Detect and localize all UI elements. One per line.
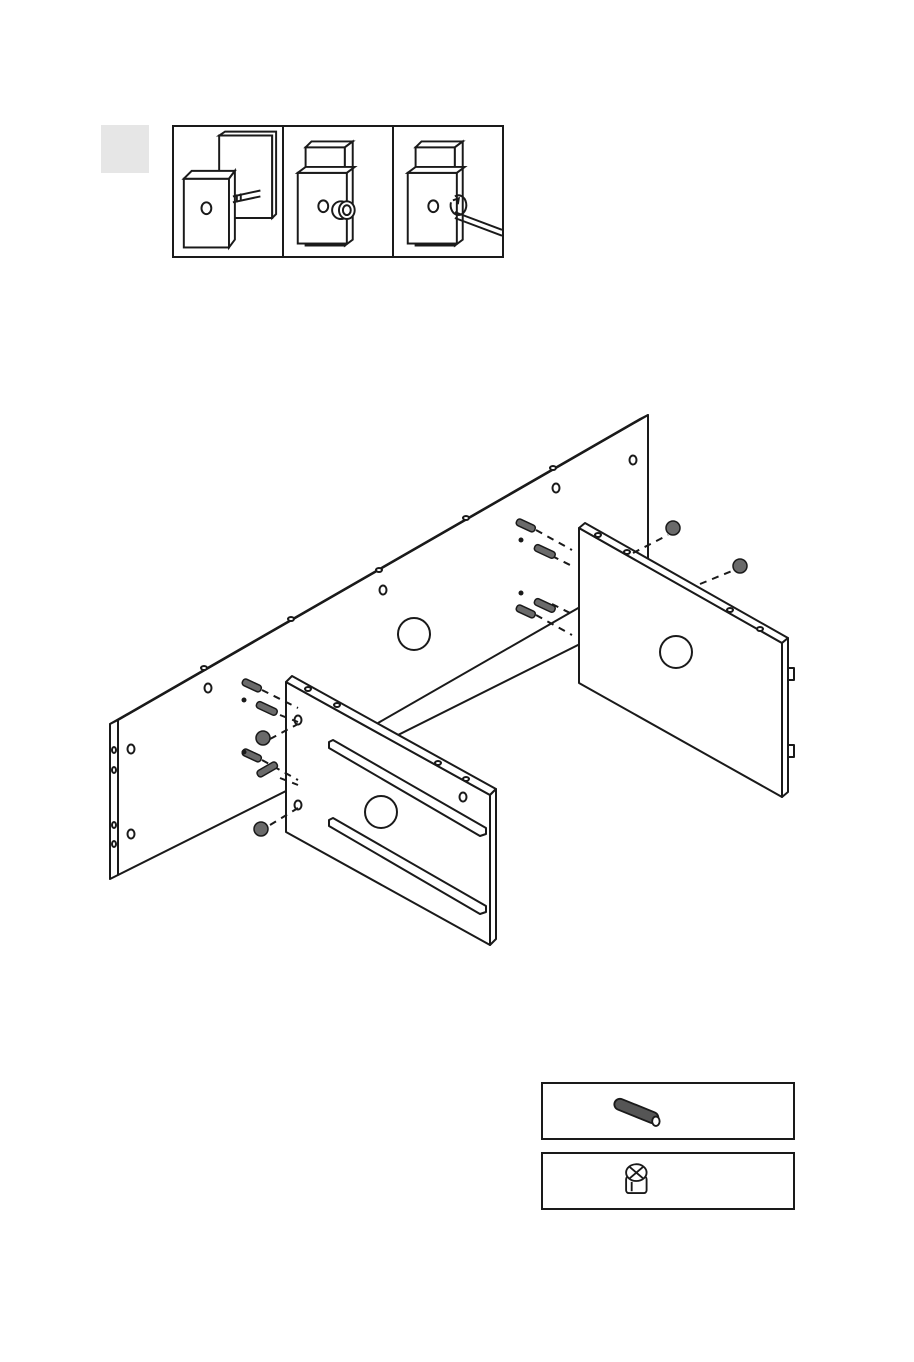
detail-tighten-cam (394, 127, 502, 256)
cam-lock-icon (543, 1154, 793, 1208)
detail-insert-bolt (174, 127, 284, 256)
step-badge (101, 125, 149, 173)
seat-cam-illustration (284, 127, 392, 256)
assembly-drawing (0, 380, 914, 980)
parts-box-cam-lock (541, 1152, 795, 1210)
detail-seat-cam (284, 127, 394, 256)
tighten-cam-illustration (394, 127, 502, 256)
assembly-illustration (0, 380, 914, 980)
parts-box-cam-bolt (541, 1082, 795, 1140)
detail-strip (172, 125, 504, 258)
insert-bolt-illustration (174, 127, 282, 256)
cam-bolt-icon (543, 1084, 793, 1138)
